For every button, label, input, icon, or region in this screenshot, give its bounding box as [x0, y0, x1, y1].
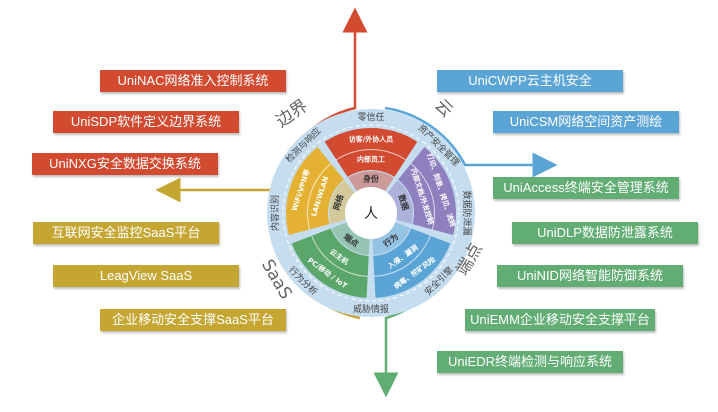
- product-unisdp[interactable]: UniSDP软件定义边界系统: [53, 111, 239, 133]
- segment-network-core: [328, 180, 355, 224]
- segment-endpoint: [291, 228, 369, 298]
- product-unicsm[interactable]: UniCSM网络空间资产测绘: [493, 111, 679, 133]
- product-mobile-saas[interactable]: 企业移动安全支撑SaaS平台: [100, 309, 286, 331]
- product-unidlp[interactable]: UniDLP数据防泄露系统: [512, 222, 698, 244]
- ring-label: 内容识别: [269, 195, 281, 231]
- product-internet-monitor-saas[interactable]: 互联网安全监控SaaS平台: [33, 222, 219, 244]
- category-border: 边界: [272, 96, 311, 132]
- segment-data-divider: [410, 163, 435, 230]
- product-uniaccess[interactable]: UniAccess终端安全管理系统: [493, 177, 679, 199]
- segment-data: [398, 146, 456, 235]
- segment-identity-core: [348, 170, 394, 192]
- segment-endpoint-divider: [311, 235, 368, 277]
- ring-dashed-line: [282, 124, 460, 302]
- ring-label: 威胁情报: [353, 303, 389, 315]
- product-uniedr[interactable]: UniEDR终端检测与响应系统: [437, 351, 623, 373]
- product-uninxg[interactable]: UniNXG安全数据交换系统: [32, 153, 218, 175]
- center-label: 人: [364, 206, 378, 222]
- category-cloud: 云: [430, 95, 456, 121]
- segment-identity-divider: [336, 148, 406, 161]
- segment-network-divider: [307, 163, 332, 230]
- product-uniemm[interactable]: UniEMM企业移动安全支撑平台: [465, 309, 655, 331]
- ring-label: 零信任: [357, 111, 384, 123]
- segment-identity-outer-label: 访客/外协人员: [349, 135, 394, 144]
- product-uninac[interactable]: UniNAC网络准入控制系统: [100, 70, 286, 92]
- segment-identity-core-label: 身份: [363, 174, 380, 184]
- segment-identity-inner-label: 内部员工: [357, 155, 385, 164]
- ring-label: 数据防泄漏: [461, 190, 473, 235]
- segment-identity: [324, 127, 418, 177]
- segment-data-core-label: 数据: [397, 193, 411, 211]
- segment-data-core: [387, 180, 414, 224]
- segment-network: [286, 146, 344, 235]
- cloud-arc: [384, 106, 558, 178]
- segment-behavior-core: [372, 222, 411, 255]
- segment-endpoint-core: [331, 222, 370, 255]
- center-circle: [345, 187, 397, 239]
- product-leagview-saas[interactable]: LeagView SaaS: [53, 265, 239, 287]
- segment-behavior: [373, 228, 451, 298]
- segment-network-core-label: 网络: [331, 193, 345, 211]
- product-uninid[interactable]: UniNID网络智能防御系统: [497, 265, 683, 287]
- product-unicwpp[interactable]: UniCWPP云主机安全: [437, 70, 623, 92]
- segment-behavior-divider: [374, 235, 431, 277]
